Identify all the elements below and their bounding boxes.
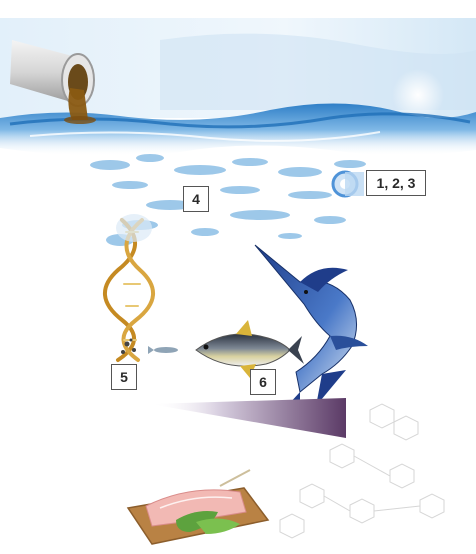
label-6: 6 bbox=[250, 369, 276, 395]
microplastic-particle-icon bbox=[333, 172, 364, 196]
small-fish-icon bbox=[148, 346, 178, 354]
label-4: 4 bbox=[183, 186, 209, 212]
biomagnification-gradient bbox=[150, 398, 346, 438]
label-1-2-3: 1, 2, 3 bbox=[366, 170, 426, 196]
fish-fillet-icon bbox=[128, 470, 268, 544]
label-5: 5 bbox=[111, 364, 137, 390]
